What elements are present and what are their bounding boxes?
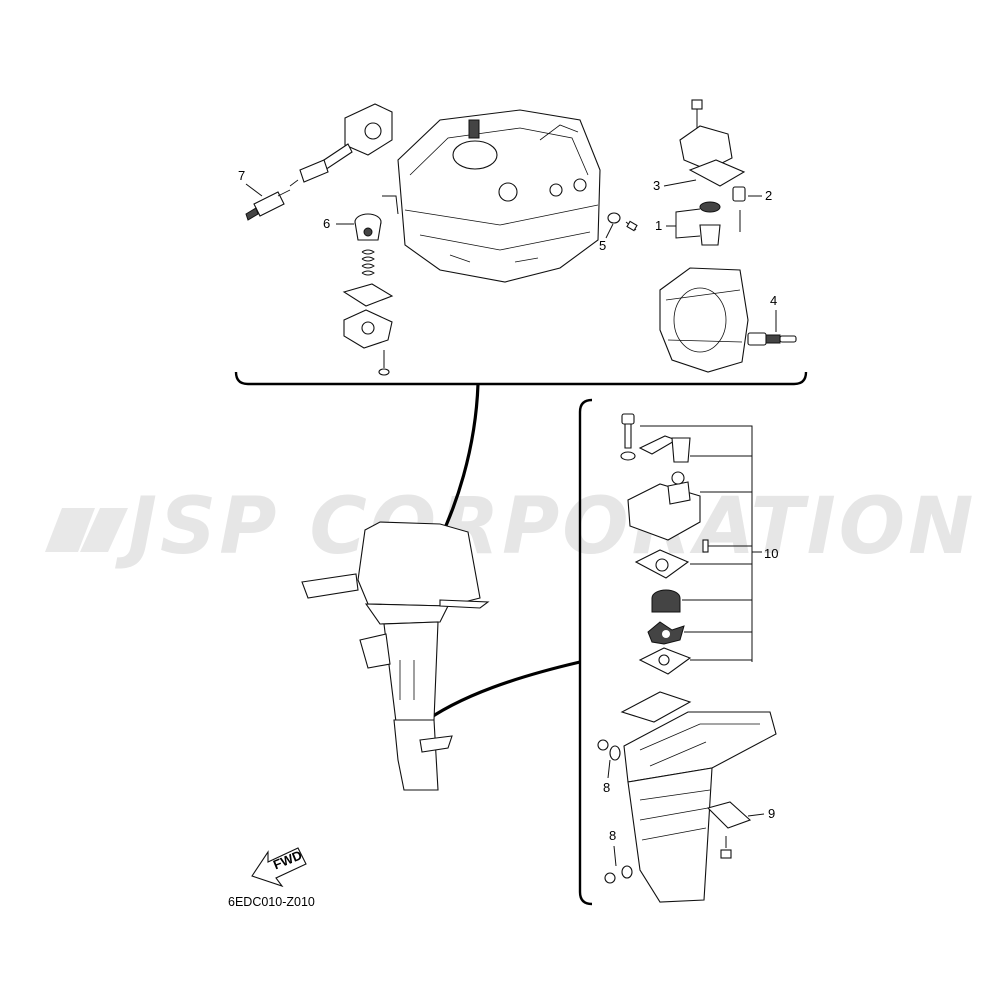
fuel-pump — [289, 103, 393, 187]
diagram-code: 6EDC010-Z010 — [228, 895, 315, 909]
callout-8-lower: 8 — [609, 828, 616, 843]
callout-5: 5 — [599, 238, 606, 253]
lower-group-bracket — [578, 398, 593, 906]
callout-10: 10 — [764, 546, 778, 561]
leader-to-lower-unit — [419, 660, 581, 727]
callout-10-leaders — [640, 425, 762, 662]
watermark: JSP CORPORATION — [45, 482, 976, 572]
thermostat-part-6 — [354, 213, 382, 241]
cylinder-head — [659, 267, 749, 373]
callout-8-upper: 8 — [603, 780, 610, 795]
callout-3: 3 — [653, 178, 660, 193]
thermostat-cover-stack — [342, 249, 394, 376]
water-pump-parts — [620, 413, 709, 675]
spark-plug-part-4 — [747, 332, 797, 346]
watermark-text: JSP CORPORATION — [115, 482, 976, 572]
sensor-part-7 — [245, 189, 291, 221]
upper-group-bracket — [234, 371, 808, 386]
cylinder-block — [397, 109, 601, 283]
bolt-part-5 — [607, 212, 638, 232]
callout-9: 9 — [768, 806, 775, 821]
lower-unit — [597, 691, 777, 903]
callout-6: 6 — [323, 216, 330, 231]
callout-4: 4 — [770, 293, 777, 308]
fwd-arrow: FWD — [251, 847, 307, 888]
cooling-cover-assembly — [679, 99, 746, 246]
callout-1: 1 — [655, 218, 662, 233]
callouts: 7 6 5 3 2 1 4 10 8 9 8 — [238, 168, 778, 867]
callout-2: 2 — [765, 188, 772, 203]
callout-7: 7 — [238, 168, 245, 183]
outboard-motor — [301, 521, 490, 791]
